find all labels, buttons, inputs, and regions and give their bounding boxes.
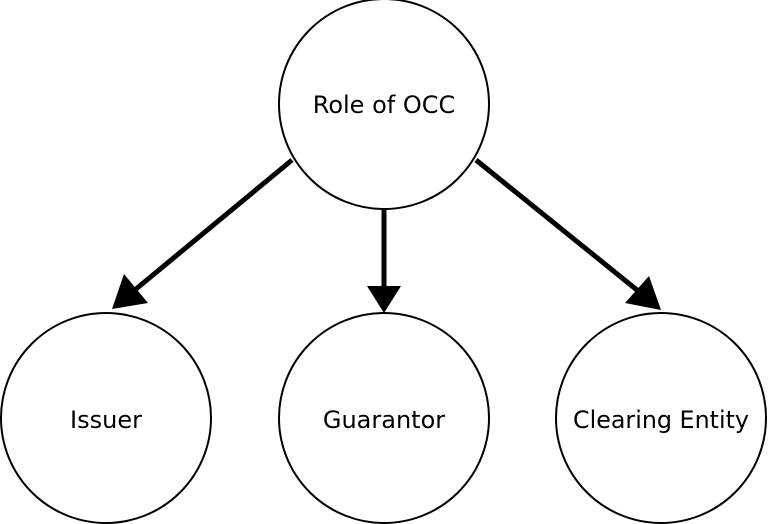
arrowhead-clearing-entity <box>625 276 661 310</box>
arrowhead-guarantor <box>367 286 401 313</box>
node-circle-root <box>278 0 490 210</box>
node-label-issuer: Issuer <box>70 406 142 434</box>
node-guarantor: Guarantor <box>278 312 490 524</box>
node-label-guarantor: Guarantor <box>323 406 445 434</box>
node-label-clearing-entity: Clearing Entity <box>573 406 749 434</box>
node-clearing-entity: Clearing Entity <box>555 312 767 524</box>
node-circle-issuer <box>0 312 212 524</box>
arrowhead-issuer <box>112 274 148 309</box>
node-issuer: Issuer <box>0 312 212 524</box>
node-label-root: Role of OCC <box>313 91 456 119</box>
node-circle-guarantor <box>278 312 490 524</box>
node-circle-clearing-entity <box>555 312 767 524</box>
edge-root-to-issuer <box>134 158 294 291</box>
node-role-of-occ: Role of OCC <box>278 0 490 210</box>
edge-root-to-clearing-entity <box>474 158 639 292</box>
